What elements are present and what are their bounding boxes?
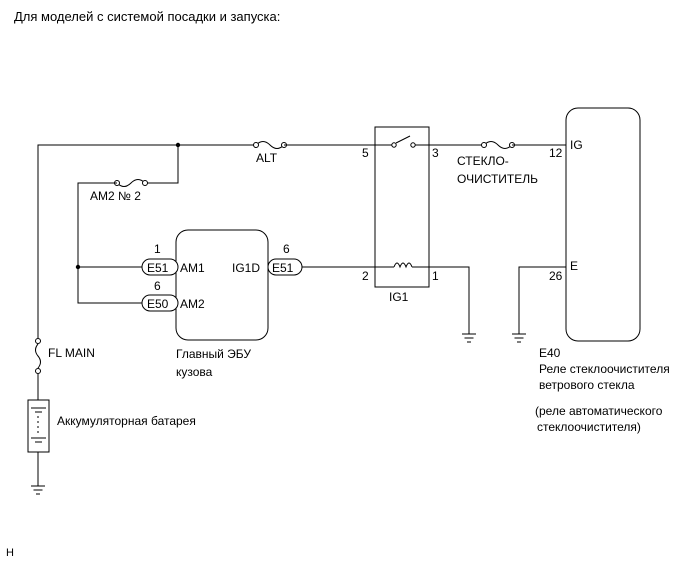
battery [27,399,50,495]
wiper-relay-ig-pin-label: IG [570,138,583,152]
relay-name-label: IG1 [389,290,409,304]
ecu-pin-ig1d-number: 6 [283,242,290,256]
top-bus [37,141,375,338]
am2-fuse-label: AM2 № 2 [90,189,141,203]
wiper-relay-code: E40 [539,346,561,360]
wiper-relay-name-line1: Реле стеклоочистителя [539,362,670,376]
footer-mark: H [6,547,14,559]
wiper-relay-ig-pin-number: 12 [549,146,563,160]
wiper-relay-note-line1: (реле автоматического [535,404,663,418]
connector-e51-ig1d-label: E51 [272,261,294,275]
alt-fuse-symbol [255,141,285,149]
connector-e50-am2-label: E50 [147,297,169,311]
body-ecu [141,229,303,341]
connector-e51-am1 [141,258,179,276]
ecu-pin-am2-number: 6 [154,279,161,293]
wiper-relay-e-pin-label: E [570,259,578,273]
fl-main-label: FL MAIN [48,346,95,360]
relay-pin5-label: 5 [362,146,369,160]
wiper-fuse-line [429,141,566,149]
wiper-relay-name-line2: ветрового стекла [539,378,635,392]
ecu-name-line1: Главный ЭБУ [176,347,251,361]
relay-pin2-label: 2 [362,269,369,283]
wiper-fuse-label-line2: ОЧИСТИТЕЛЬ [457,172,538,186]
ecu-pin-am1-label: AM1 [180,261,205,275]
ecu-name-line2: кузова [176,365,213,379]
wiper-relay-e40 [512,107,641,343]
ecu-pin-am1-number: 1 [154,242,161,256]
relay-ground [429,266,476,343]
connector-e51-am1-label: E51 [147,261,169,275]
wiper-fuse-label-line1: СТЕКЛО- [457,154,509,168]
relay-pin1-label: 1 [432,269,439,283]
relay-pin3-label: 3 [432,146,439,160]
ecu-pin-am2-label: AM2 [180,297,205,311]
relay-coil [393,262,413,269]
connector-e50-am2 [141,294,179,312]
fl-main-fuse [35,338,41,400]
ig1-relay [374,126,430,288]
diagram-title: Для моделей с системой посадки и запуска… [14,9,280,24]
am2-branch [75,145,179,304]
alt-fuse-label: ALT [256,151,278,165]
battery-label: Аккумуляторная батарея [57,414,196,428]
wiper-relay-note-line2: стеклоочистителя) [537,420,641,434]
wiper-relay-e-pin-number: 26 [549,269,563,283]
ecu-pin-ig1d-label: IG1D [232,261,260,275]
